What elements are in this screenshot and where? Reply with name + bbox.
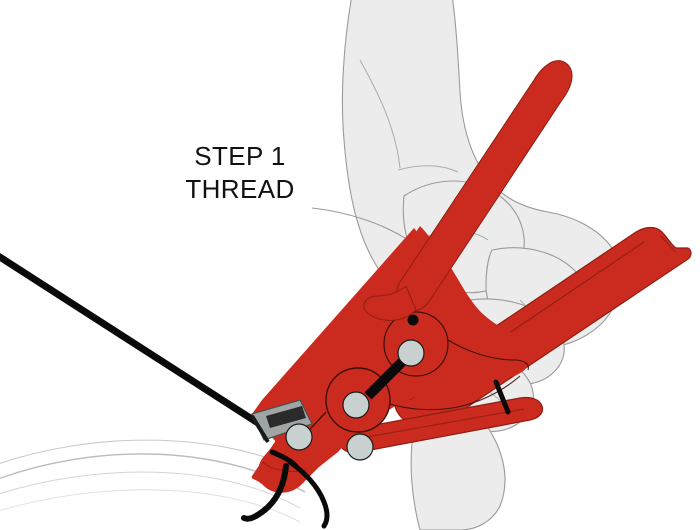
hand-crease-a bbox=[359, 59, 401, 169]
linkage-bar-secondary bbox=[493, 379, 511, 415]
cable-tail-bridge bbox=[269, 449, 299, 469]
jaw-slot bbox=[266, 406, 306, 428]
cable-tail-right-hook bbox=[287, 459, 330, 529]
jaw-lip bbox=[250, 414, 270, 444]
pivot-pin-3 bbox=[346, 433, 374, 461]
guide-curve-3 bbox=[0, 471, 301, 509]
cable-tie-strap bbox=[0, 252, 276, 436]
upper-handle-bar bbox=[396, 60, 573, 312]
guide-curve-1 bbox=[0, 439, 301, 471]
pivot-pin-4 bbox=[285, 423, 313, 451]
cable-tie-tail bbox=[241, 449, 330, 529]
step-caption-line-1: STEP 1 bbox=[194, 141, 286, 171]
pivot-pin-2 bbox=[342, 391, 370, 419]
metal-jaw-nose bbox=[250, 399, 313, 444]
cable-tail-left-hook bbox=[241, 463, 289, 522]
rivet-dot bbox=[407, 314, 419, 326]
step-caption-line-2: THREAD bbox=[185, 174, 295, 205]
body-edge-lower bbox=[389, 375, 521, 411]
pivot-pin-1 bbox=[397, 339, 425, 367]
lower-handle-end-notch bbox=[659, 235, 677, 253]
hand-crease-b bbox=[397, 165, 459, 173]
body-edge-right bbox=[447, 339, 529, 371]
step-caption: STEP 1 THREAD bbox=[150, 140, 330, 207]
pivot-pins bbox=[285, 339, 425, 461]
upper-handle-foot bbox=[363, 285, 417, 321]
upper-handle bbox=[363, 60, 573, 321]
lower-jaw-arm-edge bbox=[349, 408, 525, 441]
